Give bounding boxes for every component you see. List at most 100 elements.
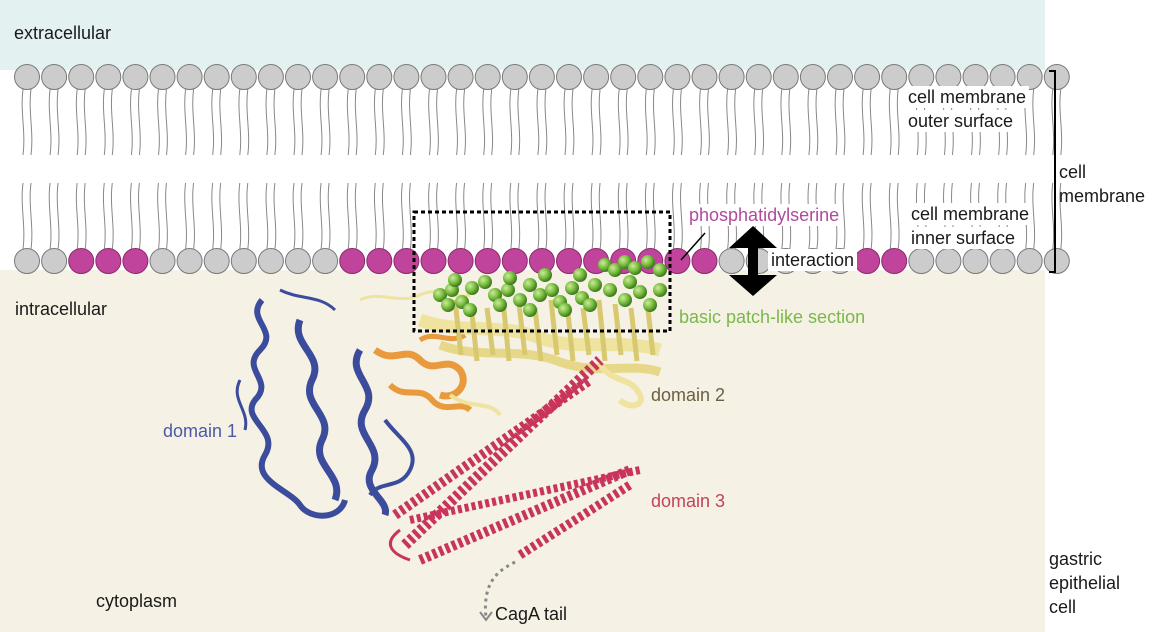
lipid-head bbox=[393, 64, 420, 90]
lipid-head bbox=[122, 64, 149, 90]
lipid-tail bbox=[292, 88, 296, 156]
phosphatidylserine-head bbox=[95, 248, 122, 274]
lipid-tail bbox=[1059, 88, 1063, 156]
membrane-bracket-icon bbox=[1049, 70, 1056, 273]
lipid-tail bbox=[1059, 182, 1063, 250]
basic-residue-sphere bbox=[573, 268, 587, 282]
lipid-head bbox=[14, 64, 40, 90]
lipid-tail bbox=[699, 88, 702, 156]
lipid-tail bbox=[48, 182, 52, 250]
lipid-tail bbox=[246, 88, 250, 156]
lipid-tail bbox=[625, 182, 629, 250]
lipid-tail bbox=[219, 182, 223, 250]
lipid-tail bbox=[896, 88, 900, 156]
lipid-tail bbox=[373, 88, 377, 156]
lipid-head bbox=[176, 248, 203, 274]
lipid-tail bbox=[83, 88, 87, 156]
lipid-tail bbox=[842, 182, 846, 250]
lipid-head bbox=[230, 248, 257, 274]
lipid-head bbox=[989, 248, 1016, 274]
lipid-head bbox=[637, 64, 664, 90]
lipid-tail bbox=[652, 88, 656, 156]
lipid-head bbox=[285, 248, 311, 274]
lipid-tail bbox=[463, 182, 466, 250]
lipid-tail bbox=[888, 182, 892, 250]
outer-surface-label-line2: outer surface bbox=[905, 110, 1017, 132]
lipid-head bbox=[854, 64, 881, 90]
basic-residue-sphere bbox=[641, 255, 655, 269]
lipid-head bbox=[339, 64, 366, 90]
lipid-head bbox=[799, 64, 826, 90]
basic-patch-label: basic patch-like section bbox=[679, 307, 866, 327]
lipid-tail bbox=[652, 182, 656, 250]
lipid-tail bbox=[409, 182, 412, 250]
lipid-tail bbox=[598, 88, 602, 156]
basic-residue-sphere bbox=[513, 293, 527, 307]
lipid-tail bbox=[544, 182, 548, 250]
lipid-tail bbox=[165, 182, 168, 250]
lipid-head bbox=[41, 64, 68, 90]
lipid-tail bbox=[428, 88, 431, 156]
basic-residue-sphere bbox=[583, 298, 597, 312]
lipid-tail bbox=[482, 182, 486, 250]
beta-strand bbox=[516, 303, 528, 356]
lipid-tail bbox=[571, 88, 575, 156]
gastric-cell-label-line2: epithelial bbox=[1049, 573, 1121, 593]
basic-residue-sphere bbox=[633, 285, 647, 299]
lipid-tail bbox=[436, 182, 439, 250]
lipid-tail bbox=[138, 88, 141, 156]
lipid-tail bbox=[455, 88, 458, 156]
lipid-tail bbox=[482, 88, 486, 156]
lipid-tail bbox=[726, 88, 729, 156]
basic-residue-sphere bbox=[628, 261, 642, 275]
lipid-tail bbox=[83, 182, 87, 250]
lipid-heads bbox=[14, 64, 1070, 274]
selection-box bbox=[412, 210, 672, 333]
lipid-head bbox=[257, 248, 284, 274]
basic-residue-sphere bbox=[608, 263, 622, 277]
lipid-head bbox=[1016, 64, 1043, 90]
cytoplasm-label: cytoplasm bbox=[96, 591, 178, 611]
lipid-head bbox=[772, 64, 799, 90]
lipid-head bbox=[583, 64, 610, 90]
lipid-tail bbox=[888, 88, 892, 156]
lipid-tail bbox=[246, 182, 250, 250]
beta-strand bbox=[532, 307, 544, 362]
phosphatidylserine-head bbox=[881, 248, 908, 274]
lipid-tail bbox=[192, 88, 195, 156]
lipid-head bbox=[745, 64, 772, 90]
lipid-tail bbox=[707, 88, 710, 156]
lipid-head bbox=[149, 248, 176, 274]
basic-residue-sphere bbox=[493, 298, 507, 312]
lipid-head bbox=[610, 64, 637, 90]
lipid-tail bbox=[327, 88, 331, 156]
lipid-tail bbox=[75, 182, 79, 250]
lipid-tail bbox=[381, 88, 385, 156]
basic-residue-sphere bbox=[465, 281, 479, 295]
lipid-tail bbox=[265, 88, 269, 156]
basic-residue-sphere bbox=[448, 273, 462, 287]
lipid-tail bbox=[761, 88, 765, 156]
domain-2-label: domain 2 bbox=[651, 385, 726, 405]
lipid-tail bbox=[29, 182, 33, 250]
lipid-tail bbox=[75, 88, 79, 156]
lipid-tail bbox=[300, 88, 304, 156]
basic-residue-sphere bbox=[643, 298, 657, 312]
lipid-tail bbox=[509, 88, 513, 156]
lipid-head bbox=[203, 64, 230, 90]
lipid-tail bbox=[896, 182, 900, 250]
domain-1-label: domain 1 bbox=[163, 421, 238, 441]
lipid-tail bbox=[455, 182, 458, 250]
cagA-tail-label: CagA tail bbox=[495, 604, 568, 624]
gastric-cell-label-line1: gastric bbox=[1049, 549, 1103, 569]
lipid-head bbox=[827, 64, 853, 90]
lipid-tail bbox=[571, 182, 575, 250]
lipid-tail bbox=[1051, 88, 1055, 156]
lipid-head bbox=[1016, 248, 1043, 274]
lipid-tail bbox=[625, 88, 629, 156]
lipid-tail bbox=[644, 88, 648, 156]
lipid-head bbox=[664, 64, 691, 90]
lipid-tail bbox=[1032, 182, 1036, 250]
basic-residue-sphere bbox=[533, 288, 547, 302]
